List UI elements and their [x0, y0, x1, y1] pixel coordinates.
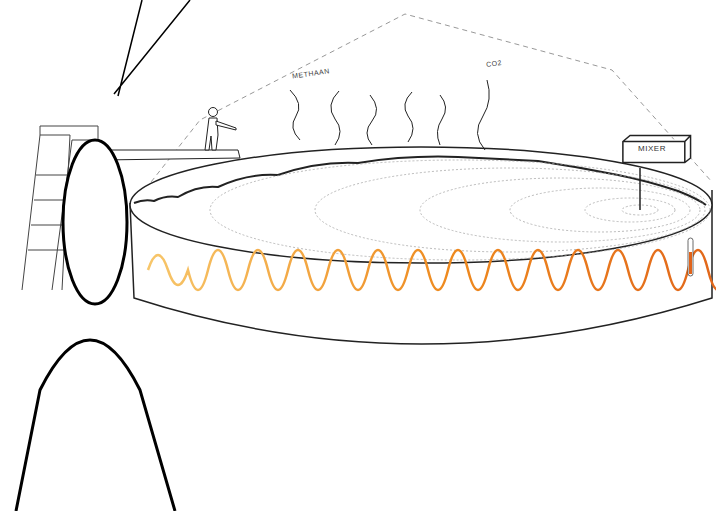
node-text: MIXER: [620, 144, 684, 153]
gas-label: CO2: [486, 59, 503, 68]
gas-label: METHAAN: [292, 67, 330, 79]
mixer-box: MIXER: [620, 134, 692, 164]
